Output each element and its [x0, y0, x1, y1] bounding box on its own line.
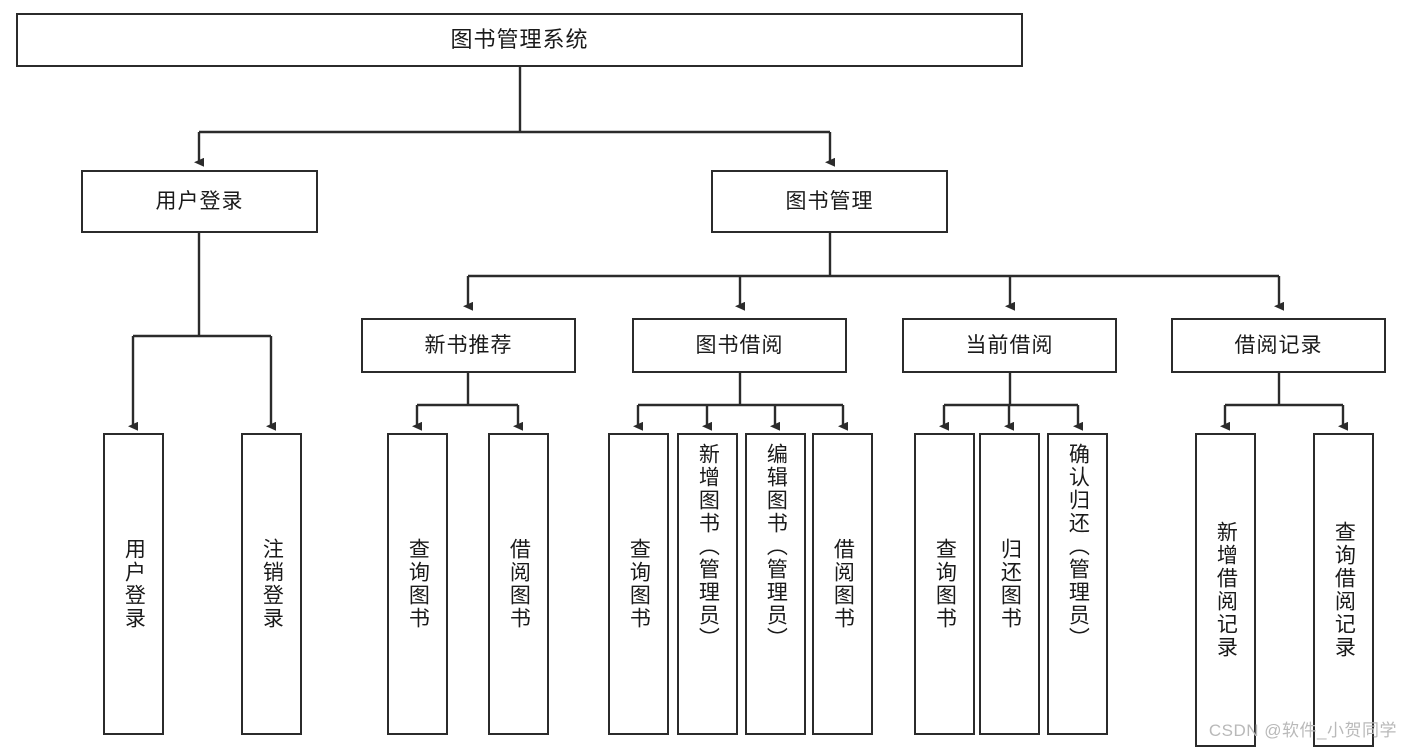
node-leaf-borrow-edit-book-admin[interactable]: 编辑图书（管理员）: [745, 433, 806, 735]
node-leaf-record-add-record[interactable]: 新增借阅记录: [1195, 433, 1256, 747]
node-leaf-label: 查询图书: [406, 538, 430, 630]
node-new-book-recommend-label: 新书推荐: [424, 333, 513, 357]
node-leaf-label: 确认归还（管理员）: [1066, 443, 1090, 650]
node-borrow-record-label: 借阅记录: [1234, 333, 1323, 357]
node-leaf-current-return-book[interactable]: 归还图书: [979, 433, 1040, 735]
node-leaf-record-query-record[interactable]: 查询借阅记录: [1313, 433, 1374, 747]
node-user-login[interactable]: 用户登录: [81, 170, 318, 233]
node-leaf-label: 用户登录: [122, 538, 146, 630]
node-leaf-borrow-query-book[interactable]: 查询图书: [608, 433, 669, 735]
node-leaf-current-query-book[interactable]: 查询图书: [914, 433, 975, 735]
node-leaf-user-login-login[interactable]: 用户登录: [103, 433, 164, 735]
csdn-watermark: CSDN @软件_小贺同学: [1208, 721, 1397, 740]
node-current-borrow-label: 当前借阅: [965, 333, 1054, 357]
node-root-book-management-system[interactable]: 图书管理系统: [16, 13, 1023, 67]
node-leaf-new-book-query[interactable]: 查询图书: [387, 433, 448, 735]
node-leaf-label: 查询图书: [933, 538, 957, 630]
node-new-book-recommend[interactable]: 新书推荐: [361, 318, 576, 373]
node-book-borrow-label: 图书借阅: [695, 333, 784, 357]
node-leaf-label: 借阅图书: [507, 538, 531, 630]
node-leaf-label: 查询图书: [627, 538, 651, 630]
node-leaf-label: 借阅图书: [831, 538, 855, 630]
node-borrow-record[interactable]: 借阅记录: [1171, 318, 1386, 373]
node-leaf-new-book-borrow[interactable]: 借阅图书: [488, 433, 549, 735]
node-leaf-label: 注销登录: [260, 538, 284, 630]
node-leaf-borrow-add-book-admin[interactable]: 新增图书（管理员）: [677, 433, 738, 735]
node-book-management[interactable]: 图书管理: [711, 170, 948, 233]
node-leaf-current-confirm-return-admin[interactable]: 确认归还（管理员）: [1047, 433, 1108, 735]
node-current-borrow[interactable]: 当前借阅: [902, 318, 1117, 373]
node-leaf-borrow-borrow-book[interactable]: 借阅图书: [812, 433, 873, 735]
node-book-management-label: 图书管理: [785, 189, 874, 213]
node-user-login-label: 用户登录: [155, 189, 244, 213]
node-book-borrow[interactable]: 图书借阅: [632, 318, 847, 373]
node-leaf-label: 编辑图书（管理员）: [764, 443, 788, 650]
node-root-label: 图书管理系统: [450, 26, 589, 52]
node-leaf-label: 新增图书（管理员）: [696, 443, 720, 650]
node-leaf-user-login-logout[interactable]: 注销登录: [241, 433, 302, 735]
node-leaf-label: 新增借阅记录: [1214, 521, 1238, 659]
node-leaf-label: 归还图书: [998, 538, 1022, 630]
node-leaf-label: 查询借阅记录: [1332, 521, 1356, 659]
